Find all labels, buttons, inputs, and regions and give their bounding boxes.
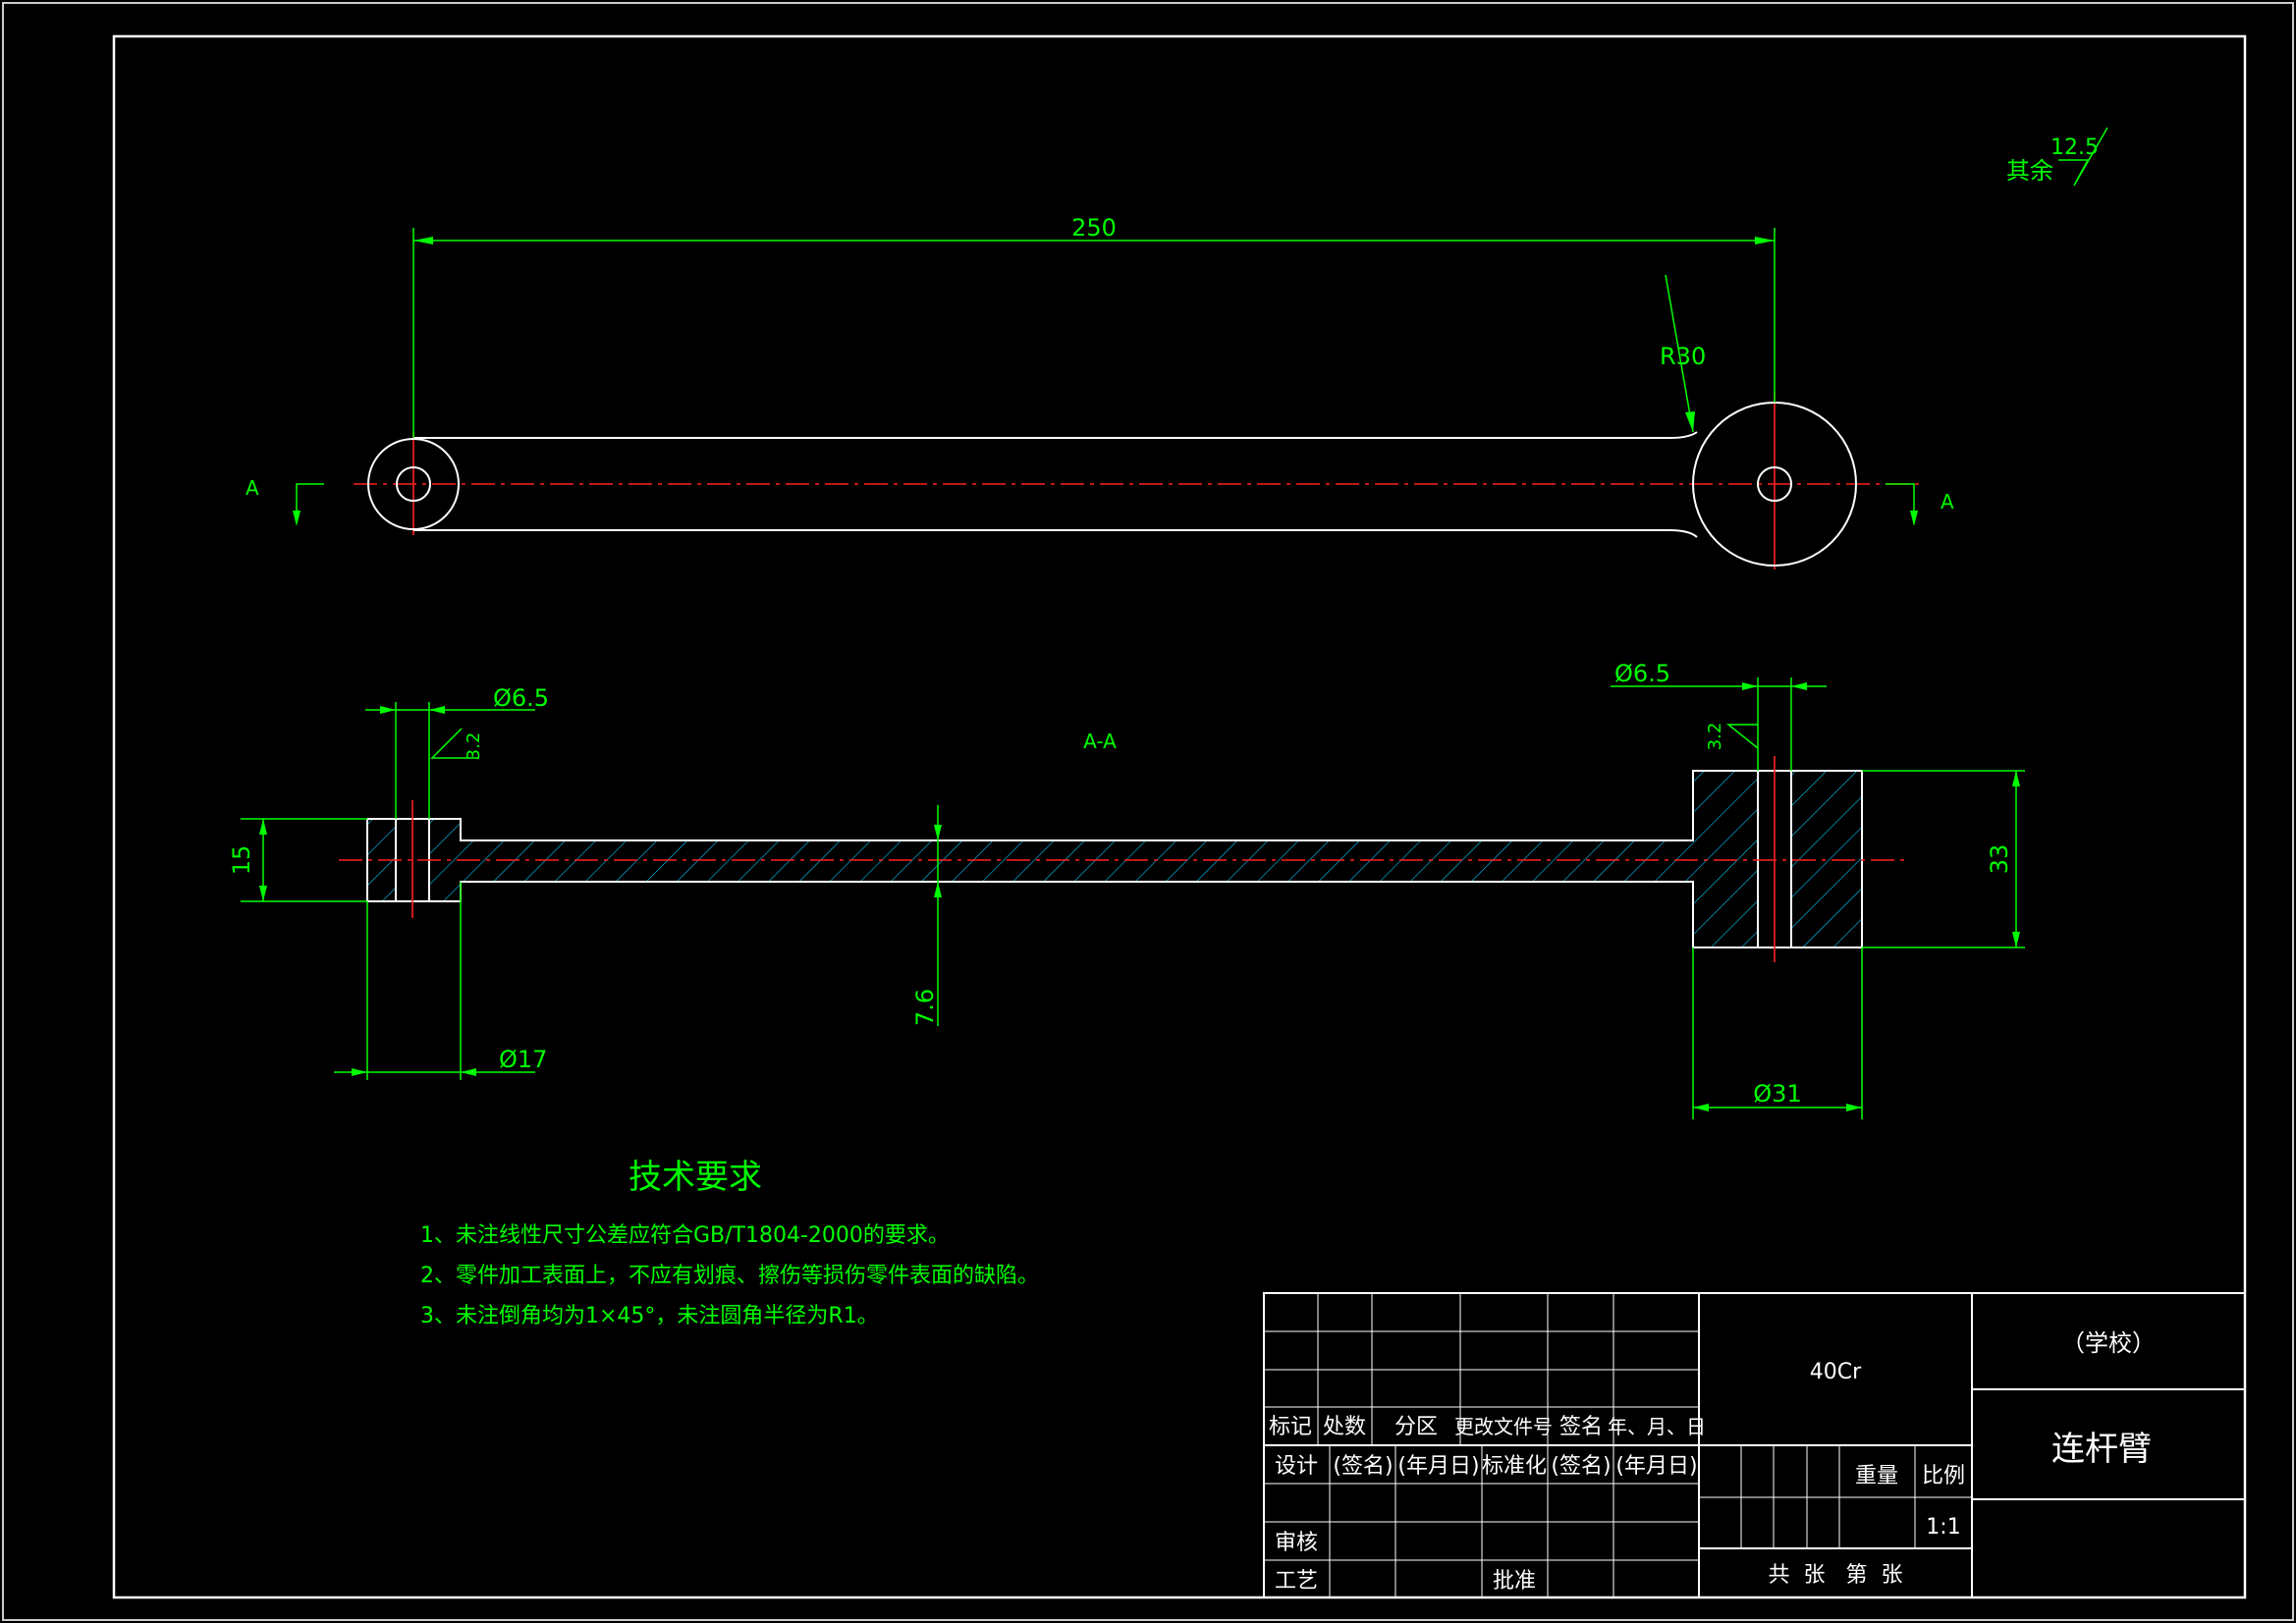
tb-standardize-date: (年月日) — [1615, 1454, 1697, 1479]
dim-7-6-arrow-bottom — [934, 882, 942, 897]
dim-33-arrow-top — [2012, 771, 2020, 786]
arm-upper-edge — [413, 431, 1698, 439]
section-view: A-A Ø6.5 3.2 Ø6.5 — [228, 660, 2025, 1119]
tb-scale-label: 比例 — [1922, 1464, 1965, 1488]
tb-header-mark: 标记 — [1269, 1415, 1312, 1439]
section-cut-right-label: A — [1941, 490, 1954, 514]
dim-hole-left-text: Ø6.5 — [493, 684, 549, 712]
dim-17-text: Ø17 — [499, 1046, 547, 1073]
surface-finish-left-value: 3.2 — [464, 732, 484, 761]
tb-material: 40Cr — [1810, 1360, 1862, 1384]
tb-header-change-doc: 更改文件号 — [1454, 1415, 1553, 1438]
dim-250-text: 250 — [1071, 214, 1117, 242]
arm-lower-edge — [413, 529, 1698, 538]
dim-17-arrow-right — [461, 1068, 476, 1076]
tb-process-label: 工艺 — [1275, 1569, 1318, 1594]
dim-33-text: 33 — [1986, 844, 2013, 875]
dim-r30-arrow — [1685, 411, 1695, 432]
surface-finish-left-icon — [430, 728, 479, 759]
surface-finish-symbol-icon — [2058, 127, 2108, 187]
dim-31-arrow-right — [1846, 1104, 1862, 1111]
section-cut-right — [1886, 483, 1915, 522]
tech-requirement-3: 3、未注倒角均为1×45°，未注圆角半径为R1。 — [420, 1304, 879, 1328]
dim-7-6-arrow-top — [934, 825, 942, 840]
dim-hole-right-arrow-a — [1742, 682, 1758, 690]
surface-finish-general: 其余 12.5 — [2006, 127, 2108, 187]
surface-finish-right-icon — [1725, 724, 1759, 749]
dim-15-arrow-top — [259, 819, 267, 835]
dim-r30-text: R30 — [1660, 343, 1706, 370]
surface-finish-other-label: 其余 — [2006, 157, 2053, 185]
right-hole — [1757, 466, 1792, 502]
dim-r30-leader — [1665, 274, 1694, 433]
title-block: 标记 处数 分区 更改文件号 签名 年、月、日 设计 (签名) (年月日) 标准… — [1263, 1292, 2246, 1598]
tb-school: （学校） — [2061, 1329, 2156, 1357]
tb-standardize-label: 标准化 — [1482, 1454, 1547, 1479]
dim-hole-left-arrow-a — [380, 706, 396, 714]
section-cut-left-label: A — [246, 476, 259, 500]
tech-requirement-1: 1、未注线性尺寸公差应符合GB/T1804-2000的要求。 — [420, 1223, 950, 1248]
dim-31-arrow-left — [1693, 1104, 1709, 1111]
tb-sheets: 共 张 第 张 — [1769, 1563, 1903, 1588]
surface-finish-right-value: 3.2 — [1705, 723, 1725, 751]
section-cut-right-arrow — [1910, 511, 1918, 526]
tb-part-name: 连杆臂 — [2051, 1430, 2152, 1469]
section-view-label: A-A — [1083, 730, 1117, 753]
section-cut-left — [296, 483, 324, 522]
dim-250-arrow-left — [413, 237, 433, 244]
dim-hole-right-text: Ø6.5 — [1614, 660, 1670, 687]
top-view: 250 R30 A A — [246, 214, 1954, 569]
tb-header-date: 年、月、日 — [1608, 1415, 1706, 1438]
dim-15-text: 15 — [228, 845, 255, 876]
tb-header-sign: 签名 — [1559, 1415, 1603, 1439]
dim-15-arrow-bottom — [259, 886, 267, 901]
tb-design-label: 设计 — [1275, 1454, 1318, 1479]
dim-hole-right-arrow-b — [1791, 682, 1807, 690]
tb-header-count: 处数 — [1323, 1415, 1366, 1439]
dim-31-text: Ø31 — [1753, 1080, 1801, 1108]
tb-design-date: (年月日) — [1397, 1454, 1479, 1479]
tb-weight-label: 重量 — [1855, 1464, 1898, 1488]
dim-17-arrow-left — [352, 1068, 367, 1076]
web-hatch — [461, 840, 1693, 882]
left-hole — [396, 466, 431, 502]
dim-7-6-text: 7.6 — [911, 989, 939, 1026]
dim-hole-left-arrow-b — [429, 706, 445, 714]
tb-approve-label: 批准 — [1493, 1569, 1536, 1594]
tb-scale-value: 1:1 — [1926, 1515, 1960, 1540]
tech-requirements: 技术要求 1、未注线性尺寸公差应符合GB/T1804-2000的要求。 2、零件… — [420, 1158, 1039, 1328]
tech-requirements-heading: 技术要求 — [629, 1158, 762, 1197]
dim-33-arrow-bottom — [2012, 932, 2020, 947]
tb-review-label: 审核 — [1275, 1531, 1318, 1555]
section-cut-left-arrow — [293, 511, 301, 526]
drawing-frame — [112, 34, 2247, 1599]
tb-design-sign: (签名) — [1333, 1454, 1393, 1479]
dim-250-arrow-right — [1755, 237, 1775, 244]
tb-header-zone: 分区 — [1394, 1415, 1438, 1439]
tb-standardize-sign: (签名) — [1551, 1454, 1611, 1479]
tech-requirement-2: 2、零件加工表面上，不应有划痕、擦伤等损伤零件表面的缺陷。 — [420, 1264, 1039, 1288]
